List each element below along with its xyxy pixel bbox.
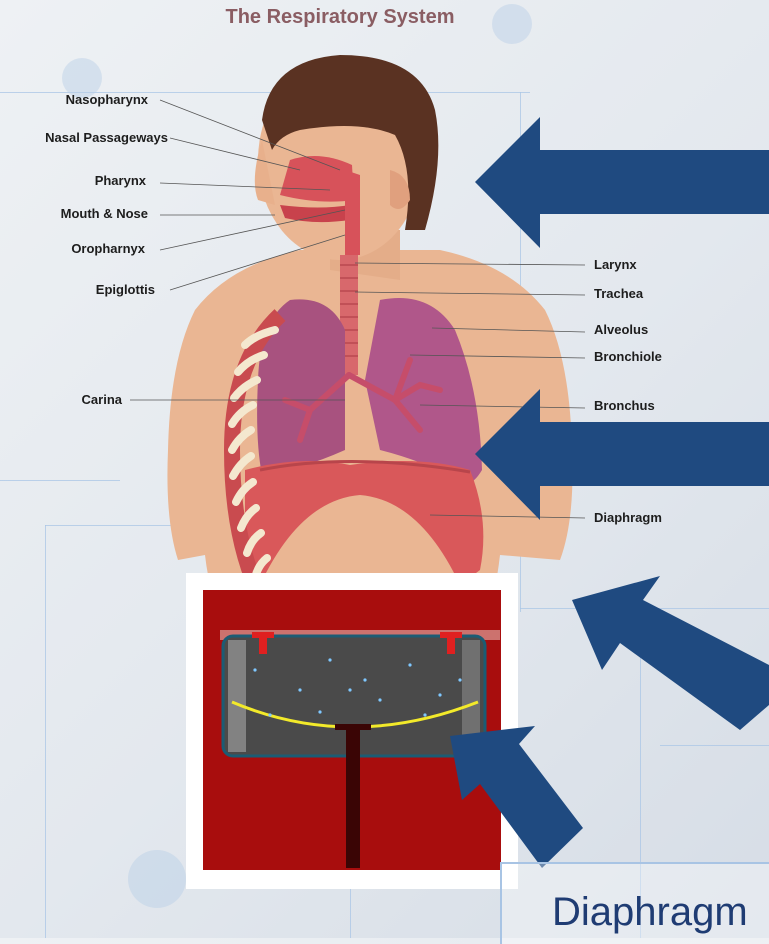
diagram-title: The Respiratory System <box>160 6 520 29</box>
label-larynx: Larynx <box>594 257 637 272</box>
label-oropharnyx: Oropharnyx <box>0 241 145 256</box>
label-trachea: Trachea <box>594 286 643 301</box>
label-nasal-passageways: Nasal Passageways <box>0 130 168 145</box>
label-alveolus: Alveolus <box>594 322 648 337</box>
arrow-body-edge <box>572 576 769 730</box>
label-diaphragm: Diaphragm <box>594 510 662 525</box>
label-pharynx: Pharynx <box>0 173 146 188</box>
label-nasopharynx: Nasopharynx <box>0 92 148 107</box>
label-mouth-nose: Mouth & Nose <box>0 206 148 221</box>
bell-jar-model <box>186 573 518 889</box>
label-bronchiole: Bronchiole <box>594 349 662 364</box>
label-epiglottis: Epiglottis <box>0 282 155 297</box>
caption-text: Diaphragm <box>552 890 748 935</box>
label-bronchus: Bronchus <box>594 398 655 413</box>
arrow-nasal <box>475 117 769 248</box>
label-carina: Carina <box>0 392 122 407</box>
